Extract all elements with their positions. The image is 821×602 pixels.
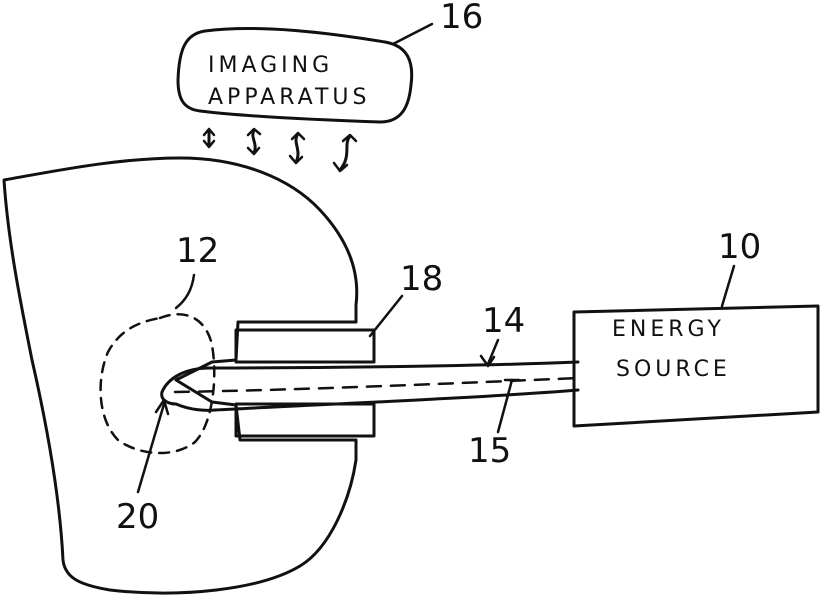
leader-18: [370, 296, 402, 336]
guide-collar-upper: [236, 330, 374, 362]
signal-arrow-icon: [204, 129, 214, 147]
ref-16: 16: [440, 0, 483, 37]
imaging-apparatus: IMAGING APPARATUS: [178, 29, 412, 123]
leader-15: [498, 380, 512, 432]
signal-arrow-icon: [290, 133, 304, 163]
leader-20: [138, 404, 164, 492]
ref-14: 14: [482, 301, 525, 341]
energy-label-line1: ENERGY: [612, 317, 725, 342]
leader-10: [722, 266, 734, 306]
signal-arrows: [204, 129, 356, 171]
ref-12: 12: [176, 231, 219, 271]
energy-source: ENERGY SOURCE: [574, 306, 818, 426]
imaging-label-line1: IMAGING: [208, 53, 333, 78]
signal-arrow-icon: [334, 135, 356, 171]
leader-12: [176, 275, 194, 308]
leader-16: [393, 24, 432, 44]
imaging-label-line2: APPARATUS: [208, 85, 370, 110]
signal-arrow-icon: [248, 129, 260, 154]
target-region-dashed-outline: [101, 314, 215, 453]
energy-label-line2: SOURCE: [616, 357, 731, 382]
ref-10: 10: [718, 227, 761, 267]
ref-18: 18: [400, 259, 443, 299]
ref-15: 15: [468, 431, 511, 471]
ref-20: 20: [116, 497, 159, 537]
